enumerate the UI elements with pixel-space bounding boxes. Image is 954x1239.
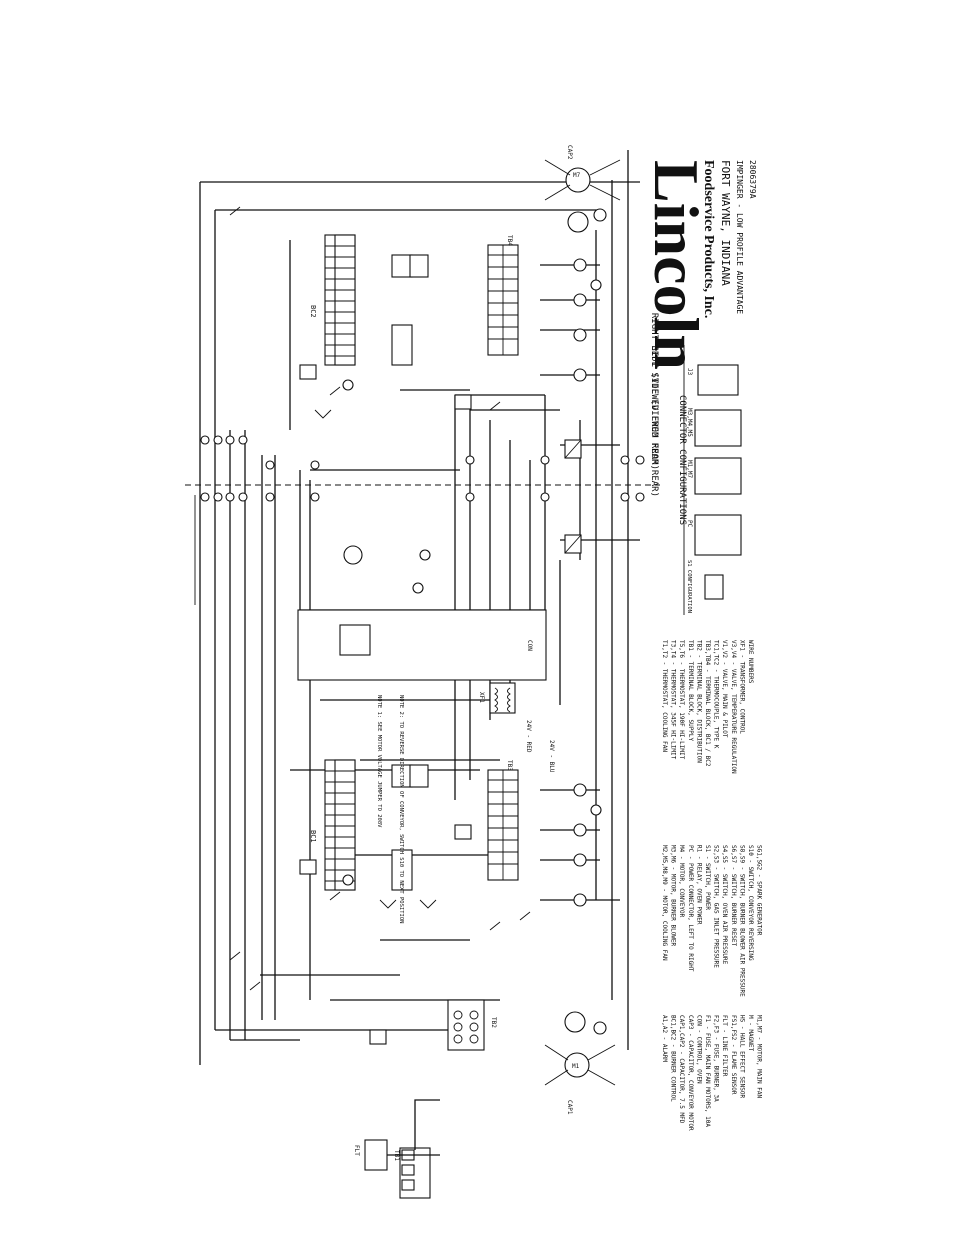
main-fan-motor-m7: M7 CAP2	[544, 145, 621, 233]
connector-configurations: CONNECTOR CONFIGURATIONS S1 CONFIGURATIO…	[677, 345, 742, 615]
cfg-m1m7: M1,M7	[686, 460, 693, 478]
tb3-label: TB3	[506, 760, 513, 771]
legend-item: TC1,TC2 - THERMOCOUPLE, TYPE K	[713, 640, 720, 749]
xf1-label: XF1	[478, 692, 485, 703]
cfg-pc: PC	[686, 520, 693, 528]
product-name: IMPINGER - LOW PROFILE ADVANTAGE	[735, 160, 744, 314]
note-1: NOTE 1: SEE MOTOR VOLTAGE JUMPER TO 208V	[376, 695, 382, 828]
cfg-s1: S1 CONFIGURATION	[686, 560, 692, 613]
legend-item: M4 - MOTOR, CONVEYOR	[678, 845, 685, 918]
legend-item: M - MAGNET	[747, 1015, 754, 1052]
wire-label-24v-blu: 24V - BLU	[548, 740, 555, 773]
cfg-m3m4m5: M3,M4,M5	[686, 408, 693, 437]
transformer-xf1: XF1	[478, 682, 516, 714]
legend-item: F2,F3 - FUSE, BURNER, 3A	[713, 1015, 720, 1102]
terminal-block-tb2: TB2	[447, 999, 497, 1051]
legend-item: S6,S7 - SWITCH, BURNER RESET	[730, 845, 737, 947]
bc1-relay-block	[391, 764, 429, 891]
location: FORT WAYNE, INDIANA	[719, 160, 732, 286]
line-filter-flt: FLT	[353, 1139, 388, 1171]
company-name: Foodservice Products, Inc.	[701, 160, 716, 318]
legend-item: M2,M5,M8,M9 - MOTOR, COOLING FAN	[661, 845, 668, 961]
bc2-relay-block	[391, 254, 429, 366]
cfg-j3: J3	[686, 368, 693, 376]
title-block: Lincoln Foodservice Products, Inc. FORT …	[641, 160, 757, 370]
bc1-label: BC1	[309, 830, 317, 843]
legend-item: T5,T6 - THERMOSTAT, 190F HI-LIMIT	[678, 640, 685, 760]
legend-item: CAP3 - CAPACITOR, CONVEYOR MOTOR	[687, 1015, 694, 1131]
legend-item: A1,A2 - ALARM	[661, 1015, 668, 1062]
con-label: CON	[526, 640, 533, 651]
cap2-label: CAP2	[566, 145, 573, 160]
drawing-number: 2806379A	[748, 160, 757, 199]
schematic-frame	[199, 150, 640, 1065]
legend-item: CAP1,CAP2 - CAPACITOR, 7.5 MFD	[678, 1015, 685, 1124]
legend-item: BC1,BC2 - BURNER CONTROL	[670, 1015, 677, 1102]
legend-item: PC - POWER CONNECTOR, LEFT TO RIGHT	[687, 845, 694, 972]
terminal-block-tb4: TB4	[487, 235, 519, 356]
legend-item: M1,M7 - MOTOR, MAIN FAN	[756, 1015, 763, 1098]
oven-control-con: CON	[297, 609, 547, 681]
note-2: NOTE 2: TO REVERSE DIRECTION OF CONVEYOR…	[398, 695, 404, 923]
legend-item: T3,T4 - THERMOSTAT, 345F HI-LIMIT	[670, 640, 677, 760]
legend-item: HS - HALL EFFECT SENSOR	[738, 1015, 745, 1098]
brand-logo: Lincoln	[641, 160, 712, 370]
m7-label: M7	[573, 172, 581, 179]
legend-item: TB3,TB4 - TERMINAL BLOCK, BC1 / BC2	[704, 640, 711, 767]
legend-item: M3,M6 - MOTOR, BURNER BLOWER	[670, 845, 677, 947]
legend-item: XF1 - TRANSFORMER, CONTROL	[738, 640, 745, 734]
legend-item: S2,S3 - SWITCH, GAS INLET PRESSURE	[713, 845, 720, 968]
legend-item: R1 - RELAY, OVEN POWER	[695, 845, 702, 925]
relay-coils	[454, 394, 582, 840]
legend-item: FS1,FS2 - FLAME SENSOR	[730, 1015, 737, 1095]
burner-control-bc2: BC2	[309, 234, 356, 366]
legend-item: SG1,SG2 - SPARK GENERATOR	[756, 845, 763, 936]
legend-item: T1,T2 - THERMOSTAT, COOLING FAN	[661, 640, 668, 752]
legend-item: S8,S9 - SWITCH, BURNER BLOWER AIR PRESSU…	[738, 845, 745, 997]
wire-label-24v-red: 24V - RED	[525, 720, 532, 753]
legend-item: FLT - LINE FILTER	[721, 1015, 728, 1077]
right-side-label: RIGHT SIDE (VIEWED FROM REAR)	[649, 313, 659, 470]
legend-item: S1 - SWITCH, POWER	[704, 845, 711, 910]
legend-item: S4,S5 - SWITCH, OVEN AIR PRESSURE	[721, 845, 728, 965]
burner-control-bc1: BC1	[309, 759, 356, 891]
connector-configurations-title: CONNECTOR CONFIGURATIONS	[677, 395, 687, 525]
legend-item: V1,V2 - VALVE, MAIN & PILOT	[721, 640, 728, 738]
main-fan-motor-m1: M1 CAP1	[544, 1011, 616, 1115]
cap1-label: CAP1	[566, 1100, 573, 1115]
legend-item: TB2 - TERMINAL BLOCK, DISTRIBUTION	[695, 640, 702, 763]
tb2-label: TB2	[490, 1017, 497, 1028]
tb4-label: TB4	[506, 235, 513, 246]
legend-item: F1 - FUSE, MAIN FAN MOTORS, 10A	[704, 1015, 711, 1127]
switches	[229, 206, 531, 991]
small-components	[299, 258, 602, 1045]
bc2-label: BC2	[309, 305, 317, 318]
legend-item: CON - CONTROL, OVEN	[695, 1015, 702, 1084]
legend-item: S10 - SWITCH, CONVEYOR REVERSING	[747, 845, 754, 961]
left-side-label: LEFT SIDE (VIEWED FROM REAR)	[649, 345, 659, 497]
flt-label: FLT	[353, 1145, 360, 1156]
legend-item: V3,V4 - VALVE, TEMPERATURE REGULATION	[730, 640, 737, 774]
legend-item: TB1 - TERMINAL BLOCK, SUPPLY	[687, 640, 694, 742]
power-connector-pc	[200, 435, 645, 502]
m1-label: M1	[572, 1063, 580, 1070]
legend-item: WIRE NUMBERS	[747, 640, 754, 684]
terminal-block-tb3: TB3	[487, 760, 519, 881]
